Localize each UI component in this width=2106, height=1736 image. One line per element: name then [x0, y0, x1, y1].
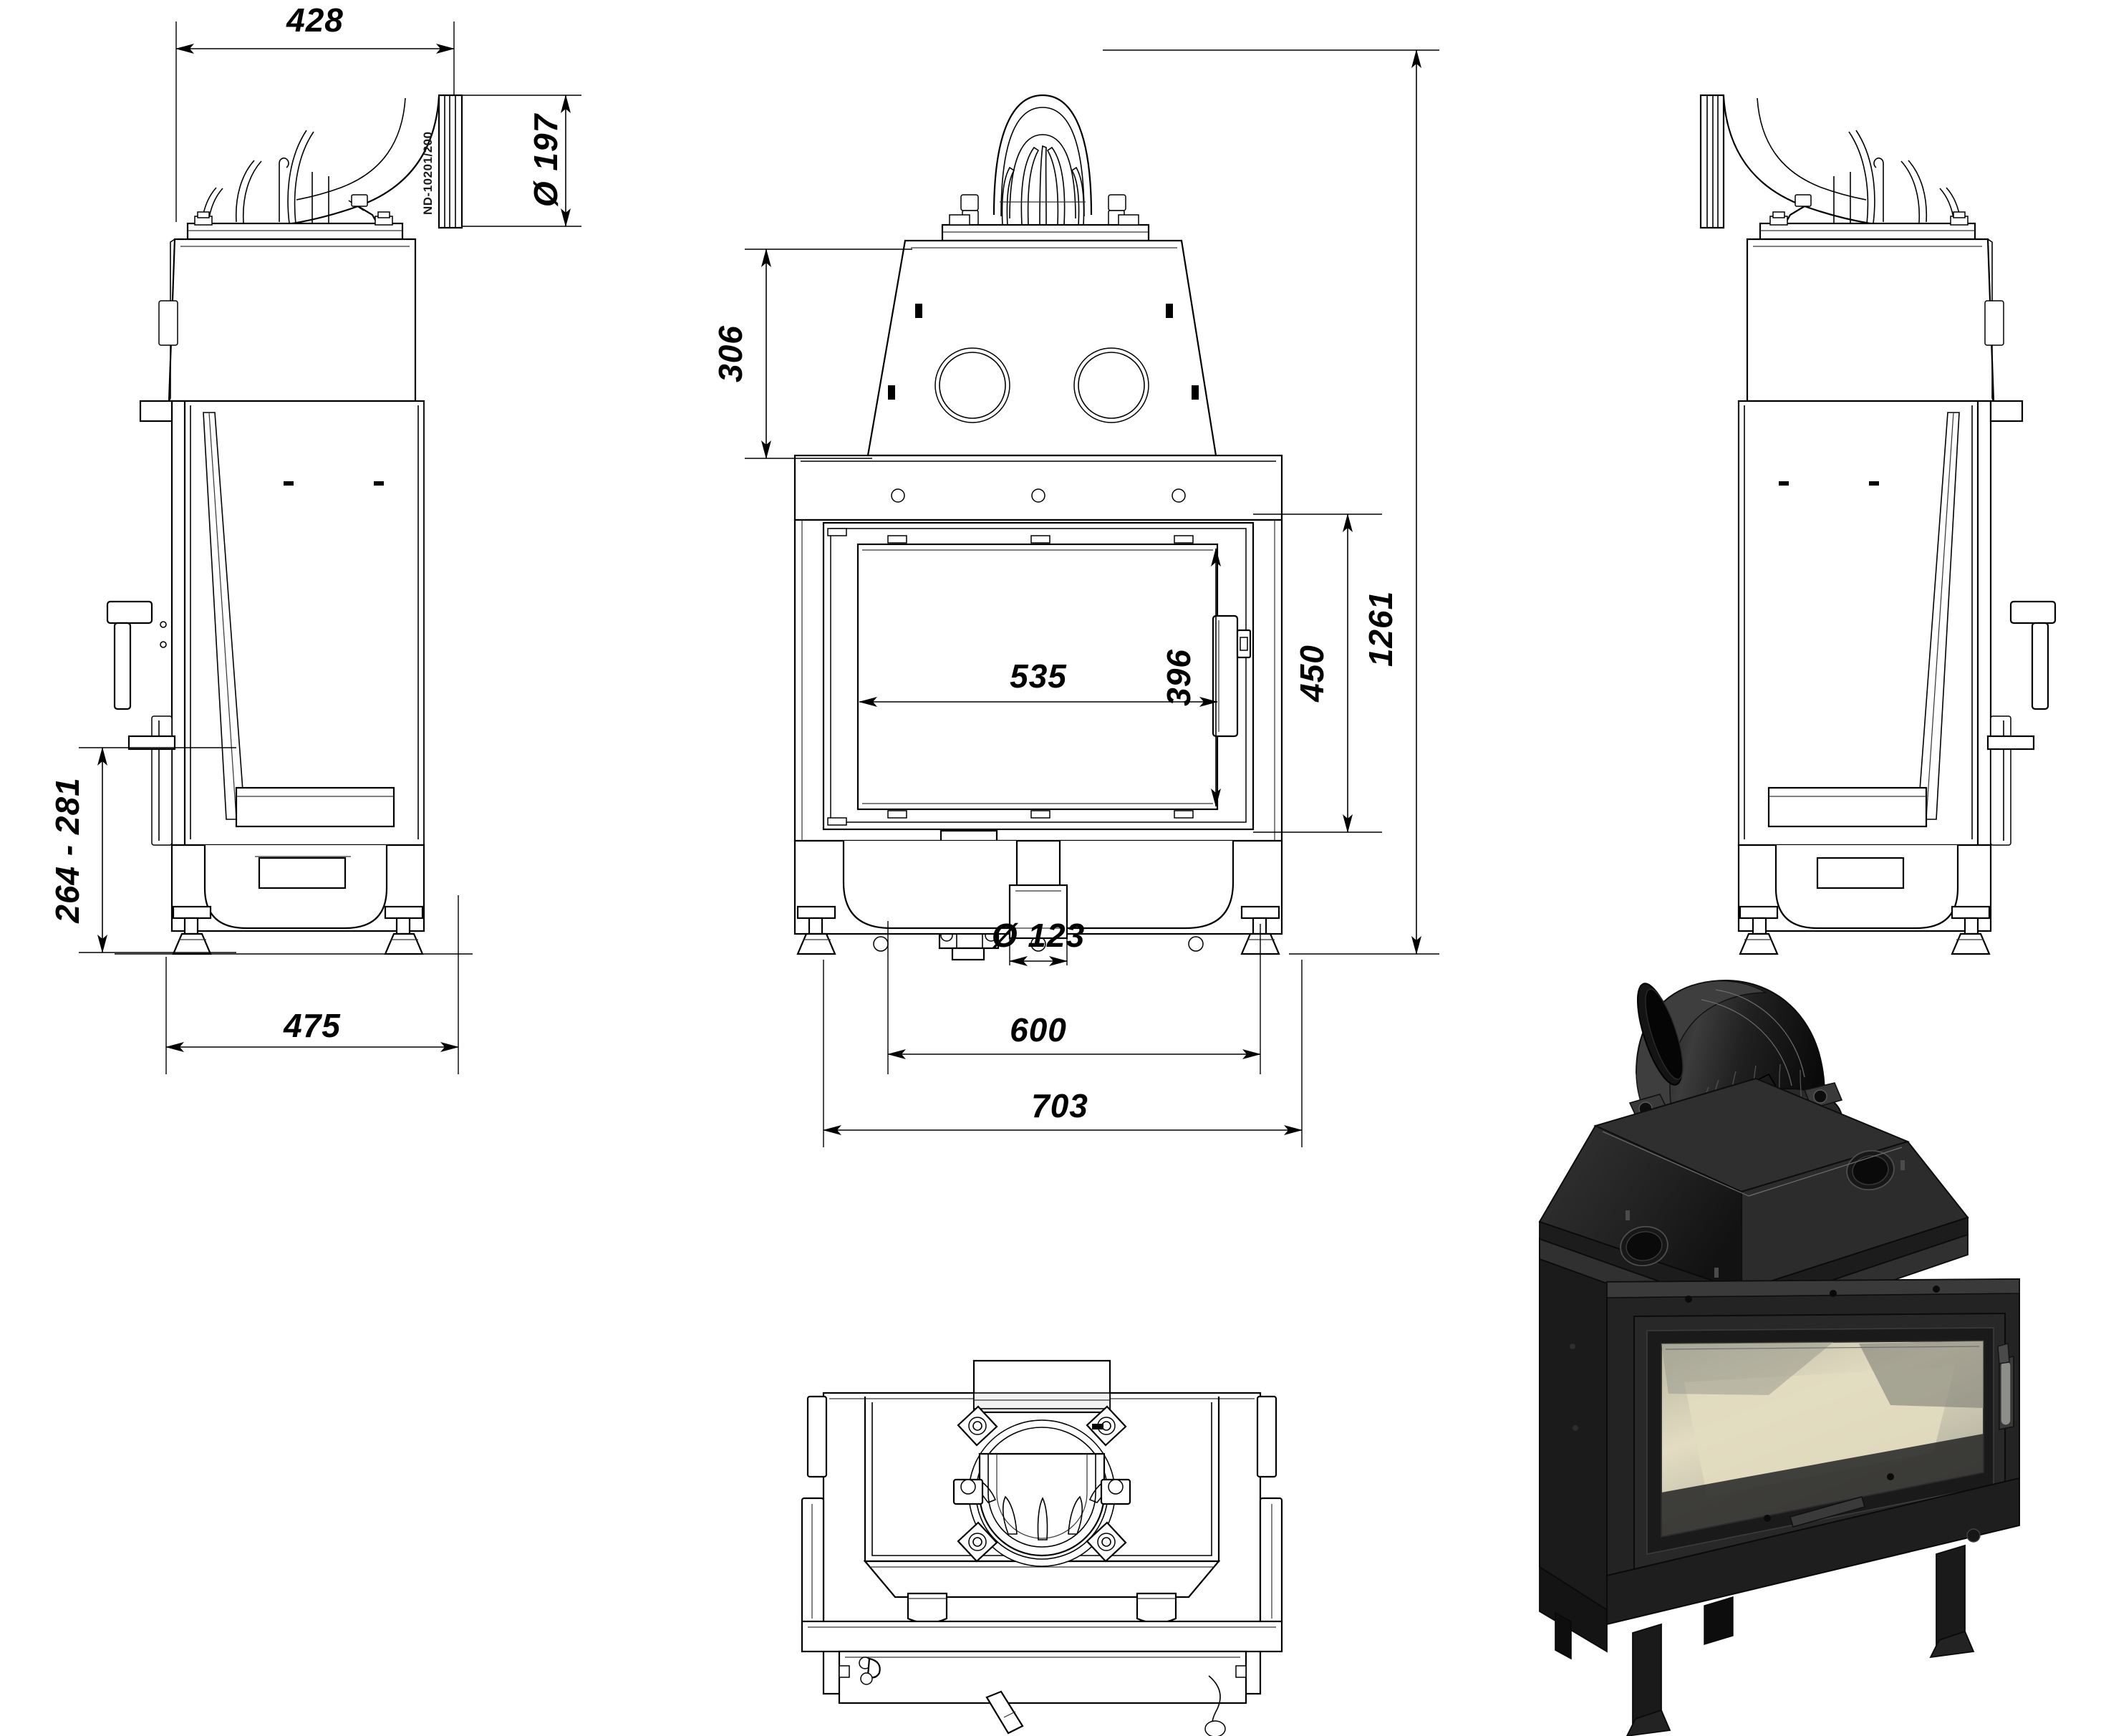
- flue-base-plate-left: [186, 211, 404, 241]
- dimension-flue-diameter: [454, 95, 581, 227]
- bottom-pan-right-view: [1737, 786, 1992, 932]
- plan-handle-lever: [859, 1657, 1226, 1736]
- flue-part-number-label: ND-10201/200: [421, 131, 435, 215]
- side-handle-left-view: [106, 400, 176, 846]
- flue-base-plate-front: [941, 214, 1150, 242]
- side-handle-right-view: [1986, 400, 2057, 846]
- flue-elbow-left-view: ND-10201/200: [291, 94, 463, 229]
- dimension-1261: [1103, 49, 1439, 955]
- flue-elbow-right-view: [1699, 94, 1871, 229]
- view-right-side-elevation: [1699, 94, 2057, 955]
- dimension-600: [887, 921, 1261, 1074]
- dimension-475: [165, 895, 459, 1074]
- plan-flue-spigot: [972, 1359, 1111, 1414]
- legs-right-view: [1739, 905, 1991, 955]
- dimension-306: [745, 249, 912, 459]
- main-body-left-view: [160, 400, 425, 847]
- door-front-view: [822, 521, 1255, 831]
- flue-collar-ribs-left: [201, 130, 380, 228]
- render-base-legs: [1539, 1477, 2020, 1736]
- view-3d-product-render: [1538, 980, 2020, 1736]
- dimension-703: [823, 960, 1303, 1147]
- plan-front-frame: [801, 1620, 1283, 1704]
- plan-inner-walls: [863, 1397, 1221, 1598]
- base-plinth-front: [793, 839, 1283, 940]
- legs-left-view: [115, 905, 473, 955]
- flue-base-plate-right: [1759, 211, 1976, 241]
- main-body-right-view: [1737, 400, 1992, 847]
- plan-flue-collar: [952, 1405, 1131, 1567]
- dimension-450: [1253, 513, 1382, 833]
- dimension-air-inlet-diameter: [1009, 888, 1068, 966]
- plan-side-plates: [801, 1395, 1283, 1626]
- plan-air-inlets: [907, 1592, 1177, 1624]
- hood-front-view: [866, 239, 1217, 457]
- bottom-pan-left-view: [170, 786, 425, 932]
- hood-left-view: [158, 238, 417, 402]
- view-top-plan: [801, 1359, 1283, 1736]
- view-left-side-elevation: ND-10201/200: [79, 21, 581, 1074]
- legs-front-view: [796, 905, 1280, 955]
- hood-right-view: [1746, 238, 2004, 402]
- flue-dome-front: [960, 94, 1126, 233]
- upper-body-front: [793, 454, 1283, 521]
- view-front-elevation: [745, 49, 1439, 1147]
- render-hood: [1538, 1077, 1969, 1311]
- dimension-264-281: [79, 747, 236, 953]
- dimension-428: [175, 21, 455, 222]
- flue-collar-ribs-right: [1782, 130, 1961, 228]
